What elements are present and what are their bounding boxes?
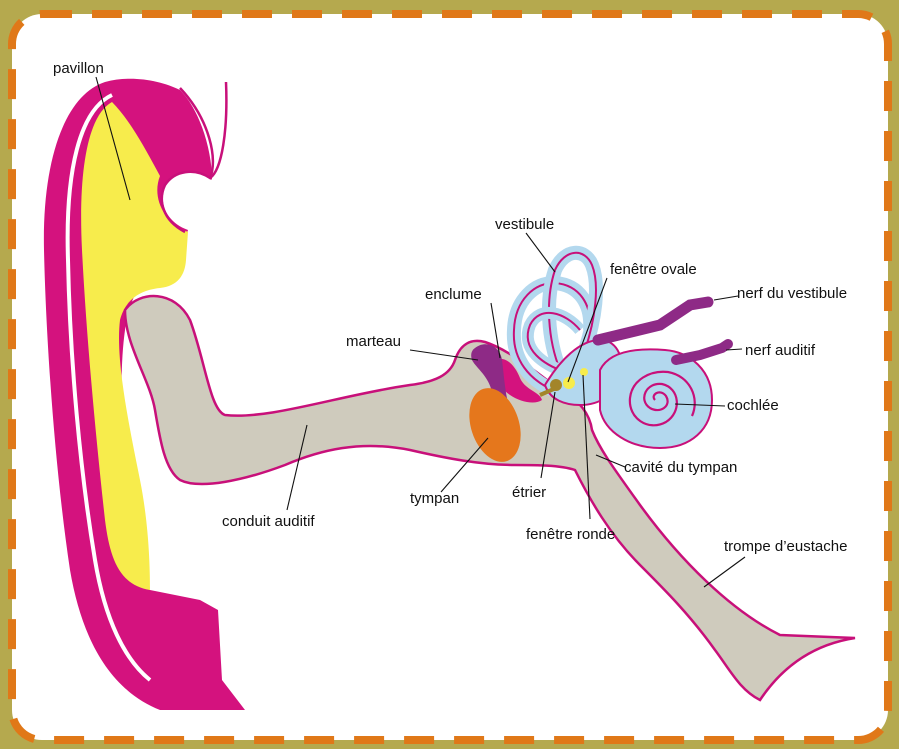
label-nerf-auditif: nerf auditif <box>745 342 816 359</box>
label-etrier: étrier <box>512 484 546 501</box>
round-window <box>580 368 588 376</box>
label-cavite-tympan: cavité du tympan <box>624 459 737 476</box>
label-pavillon: pavillon <box>53 60 104 77</box>
label-marteau: marteau <box>346 333 401 350</box>
label-tympan: tympan <box>410 490 459 507</box>
label-nerf-vestibule: nerf du vestibule <box>737 285 847 302</box>
label-cochlee: cochlée <box>727 397 779 414</box>
label-fenetre-ronde: fenêtre ronde <box>526 526 615 543</box>
label-vestibule: vestibule <box>495 216 554 233</box>
label-fenetre-ovale: fenêtre ovale <box>610 261 697 278</box>
label-trompe-eustache: trompe d’eustache <box>724 538 847 555</box>
label-conduit-auditif: conduit auditif <box>222 513 315 530</box>
label-enclume: enclume <box>425 286 482 303</box>
cochlea <box>600 349 712 448</box>
